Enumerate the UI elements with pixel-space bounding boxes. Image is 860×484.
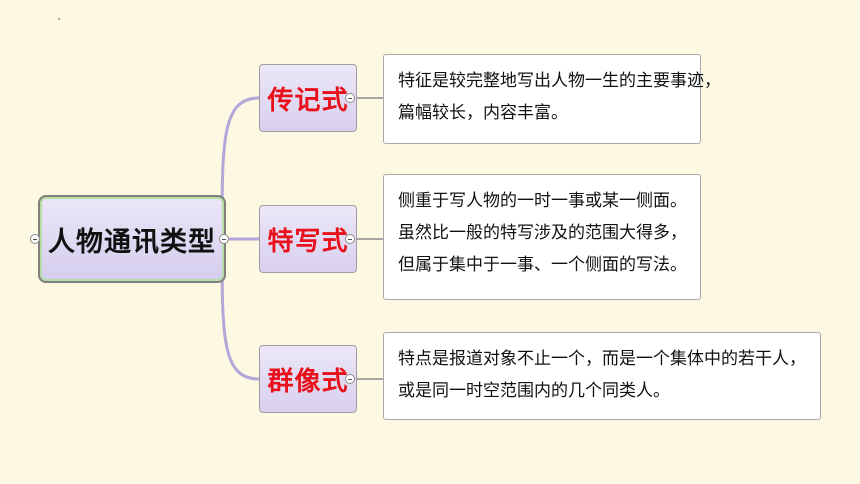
detail-line: 篇幅较长，内容丰富。	[398, 103, 568, 123]
branch-node-1[interactable]: 传记式	[259, 64, 357, 132]
root-left-collapse-icon[interactable]	[30, 234, 40, 244]
branch-label: 传记式	[267, 85, 349, 116]
detail-line: 但属于集中于一事、一个侧面的写法。	[398, 255, 687, 275]
decorative-dot	[58, 18, 60, 20]
connector-root-to-branch-1	[220, 96, 260, 240]
branch-node-2[interactable]: 特写式	[259, 205, 357, 273]
branch-1-collapse-icon[interactable]	[345, 93, 355, 103]
branch-label: 群像式	[267, 366, 349, 397]
detail-line: 或是同一时空范围内的几个同类人。	[398, 381, 670, 401]
branch-3-collapse-icon[interactable]	[345, 374, 355, 384]
detail-line: 侧重于写人物的一时一事或某一侧面。	[398, 191, 687, 211]
branch-node-3[interactable]: 群像式	[259, 345, 357, 413]
branch-2-collapse-icon[interactable]	[345, 234, 355, 244]
detail-line: 虽然比一般的特写涉及的范围大得多，	[398, 223, 687, 243]
branch-label: 特写式	[267, 226, 349, 257]
root-right-collapse-icon[interactable]	[219, 234, 229, 244]
detail-line: 特点是报道对象不止一个，而是一个集体中的若干人，	[398, 349, 806, 369]
root-node[interactable]: 人物通讯类型	[38, 195, 226, 283]
detail-box-2[interactable]: 侧重于写人物的一时一事或某一侧面。 虽然比一般的特写涉及的范围大得多， 但属于集…	[383, 174, 701, 300]
root-label: 人物通讯类型	[48, 226, 216, 258]
detail-box-3[interactable]: 特点是报道对象不止一个，而是一个集体中的若干人， 或是同一时空范围内的几个同类人…	[383, 332, 821, 420]
detail-line: 特征是较完整地写出人物一生的主要事迹，	[398, 71, 721, 91]
connector-root-to-branch-3	[220, 238, 260, 381]
detail-box-1[interactable]: 特征是较完整地写出人物一生的主要事迹， 篇幅较长，内容丰富。	[383, 54, 721, 144]
